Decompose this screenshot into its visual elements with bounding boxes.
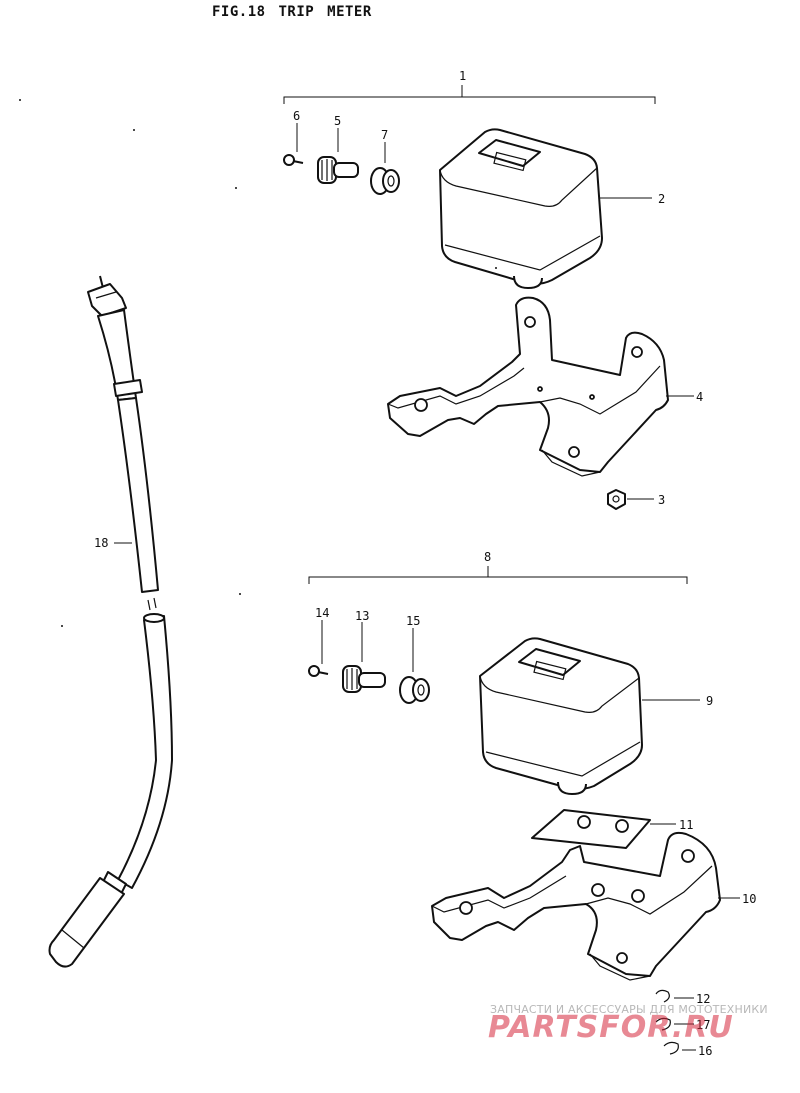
- part-5-gear-shaft: [317, 128, 359, 184]
- label-16: 16: [698, 1044, 712, 1058]
- part-4-mounting-bracket: [387, 296, 669, 477]
- figure-title: FIG.18 TRIP METER: [212, 4, 372, 20]
- assembly-8-bracket: [308, 566, 688, 584]
- label-6: 6: [293, 109, 300, 123]
- label-15: 15: [406, 614, 420, 628]
- watermark-brand: PARTSFOR.RU: [488, 1010, 734, 1045]
- small-hardware-group: [655, 989, 696, 1055]
- label-17: 17: [696, 1018, 710, 1032]
- label-9: 9: [706, 694, 713, 708]
- label-4: 4: [696, 390, 703, 404]
- label-5: 5: [334, 114, 341, 128]
- part-14-screw: [308, 620, 329, 677]
- label-10: 10: [742, 892, 756, 906]
- label-1: 1: [459, 69, 466, 83]
- part-13-gear-shaft: [342, 622, 386, 693]
- part-18-speedometer-cable: [48, 275, 173, 968]
- label-12: 12: [696, 992, 710, 1006]
- label-8: 8: [484, 550, 491, 564]
- part-11-spacer-plate: [531, 809, 676, 849]
- part-9-meter-housing: [479, 637, 643, 795]
- assembly-1-bracket: [283, 85, 656, 104]
- label-7: 7: [381, 128, 388, 142]
- part-3-nut: [607, 489, 654, 510]
- label-14: 14: [315, 606, 329, 620]
- part-10-mounting-bracket: [431, 831, 721, 981]
- label-3: 3: [658, 493, 665, 507]
- print-specks: [19, 99, 497, 627]
- part-15-bushing: [399, 628, 430, 704]
- part-7-bushing: [370, 142, 400, 195]
- label-11: 11: [679, 818, 693, 832]
- part-labels: 1 2 3 4 5 6 7 8 9 10 11 12 13 14 15 16 1…: [94, 69, 756, 1058]
- label-18: 18: [94, 536, 108, 550]
- label-2: 2: [658, 192, 665, 206]
- part-2-meter-housing: [439, 128, 603, 289]
- label-13: 13: [355, 609, 369, 623]
- part-6-screw: [283, 123, 304, 166]
- watermark-tagline: ЗАПЧАСТИ И АКСЕССУАРЫ ДЛЯ МОТОТЕХНИКИ: [490, 1003, 768, 1016]
